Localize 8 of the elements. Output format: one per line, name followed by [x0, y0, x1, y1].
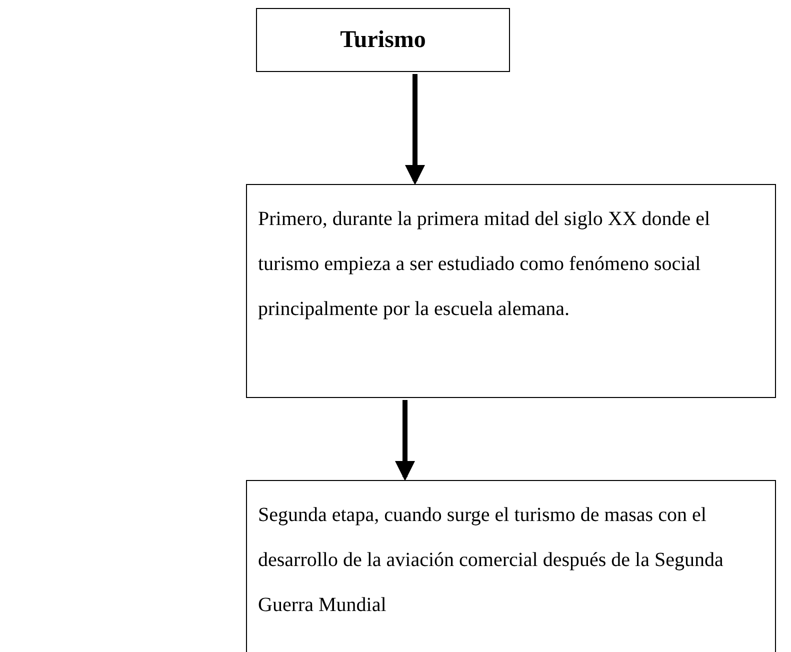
box-title: Turismo	[340, 26, 426, 55]
process-box	[246, 480, 776, 652]
process-box	[246, 184, 776, 398]
process-box	[256, 8, 510, 72]
box-text: Segunda etapa, cuando surge el turismo de masas con el desarrollo de la aviación comercial después de la Segunda Guerra Mundial	[258, 503, 724, 618]
box-text: Primero, durante la primera mitad del siglo XX donde el turismo empieza a ser estudiado como fenómeno social principalmente por la escuela alemana.	[258, 207, 712, 322]
arrow	[405, 74, 425, 185]
arrow	[395, 400, 415, 481]
